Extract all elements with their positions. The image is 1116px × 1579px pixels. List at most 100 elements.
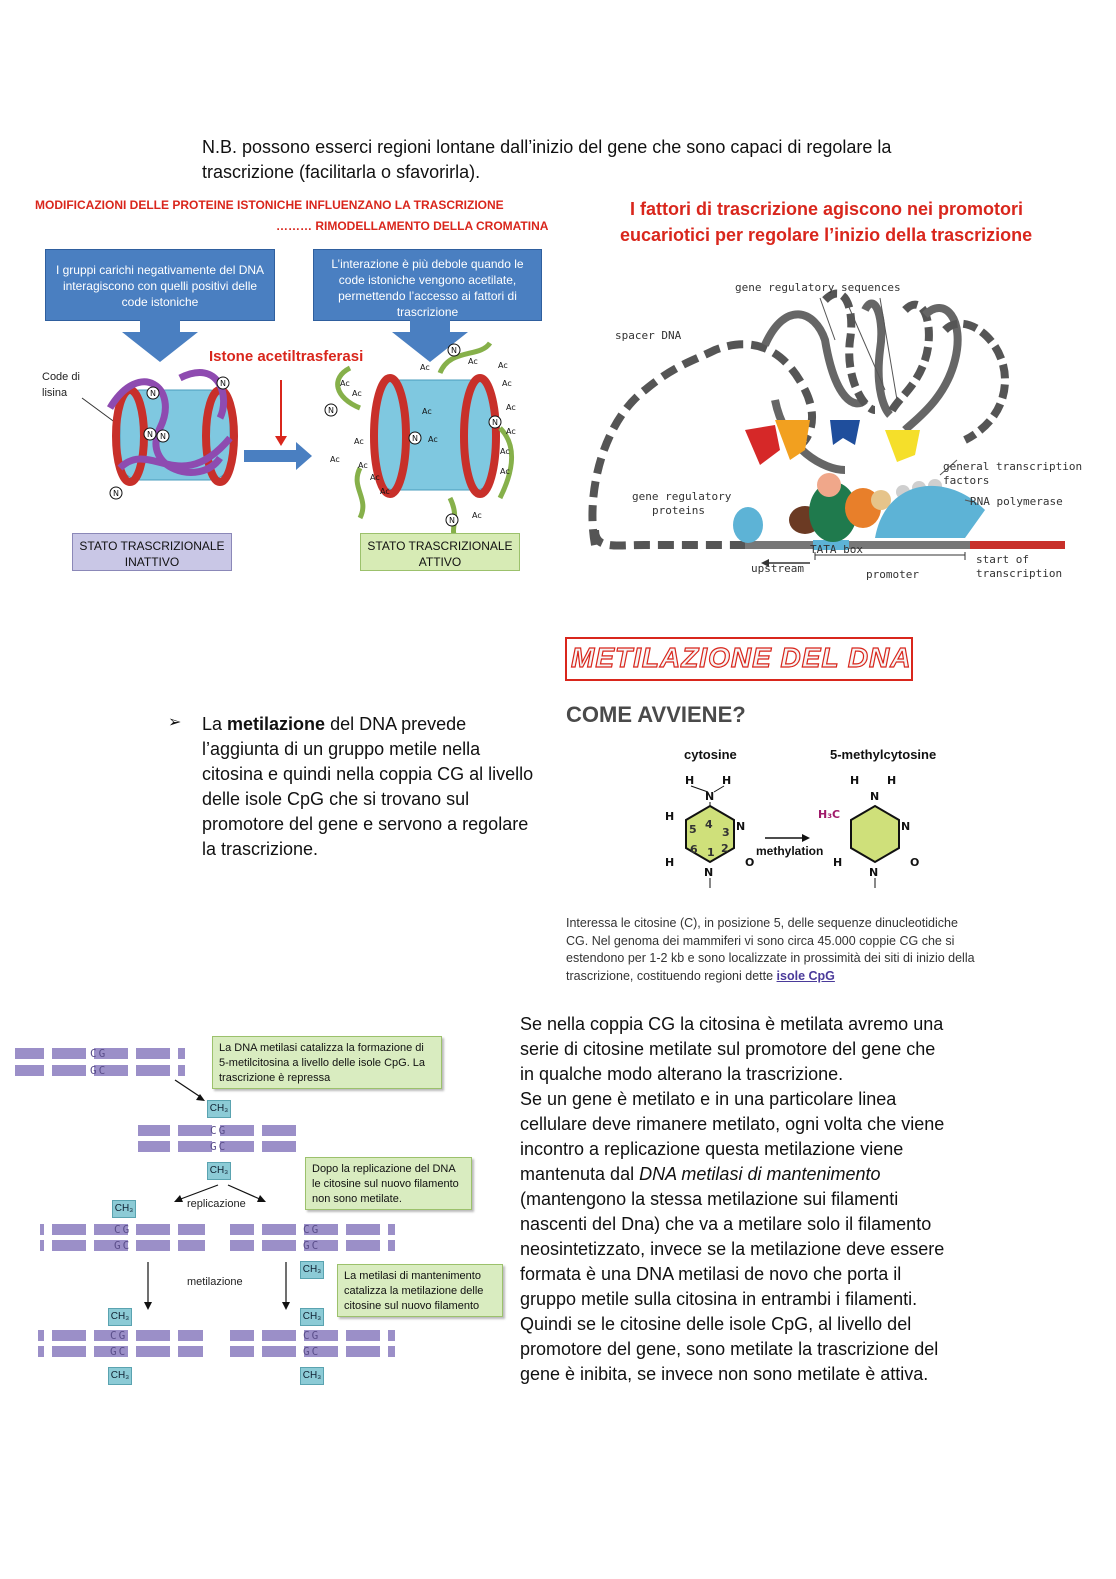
cg-final-right-top: CG xyxy=(303,1329,321,1342)
methylcytosine-label: 5-methylcytosine xyxy=(830,747,937,762)
svg-text:H: H xyxy=(722,774,731,787)
svg-text:Ac: Ac xyxy=(380,487,390,496)
ch3-tag-6: CH₃ xyxy=(108,1367,132,1385)
bullet-line1-rest: del DNA prevede xyxy=(325,714,467,734)
upstream-label: upstream xyxy=(751,562,804,575)
gene-reg-proteins-label-1: gene regulatory xyxy=(632,490,732,503)
methylation-explanation: Se nella coppia CG la citosina è metilat… xyxy=(520,1012,980,1387)
svg-text:N: N xyxy=(113,489,119,498)
cg-daughter-right-top: CG xyxy=(303,1223,321,1236)
svg-text:N: N xyxy=(160,432,166,441)
down-arrow-right xyxy=(392,318,468,362)
isole-cpg-link[interactable]: isole CpG xyxy=(776,968,835,983)
state-active-line-2: ATTIVO xyxy=(418,555,462,569)
expl-line-2: serie di citosine metilate sul promotore… xyxy=(520,1039,936,1059)
histone-figure-title-1: MODIFICAZIONI DELLE PROTEINE ISTONICHE I… xyxy=(35,198,504,212)
bullet-line-5: promotore del gene e servono a regolare xyxy=(202,814,529,834)
svg-text:H₃C: H₃C xyxy=(818,808,840,821)
tf-figure-title-1: I fattori di trascrizione agiscono nei p… xyxy=(630,199,1024,219)
svg-text:H: H xyxy=(665,856,674,869)
ch3-tag-3: CH₃ xyxy=(112,1200,136,1218)
bullet-line-6: la trascrizione. xyxy=(202,839,319,859)
state-inactive-line-1: STATO TRASCRIZIONALE xyxy=(79,539,225,553)
svg-text:N: N xyxy=(901,820,910,833)
bullet-line-4: delle isole CpG che si trovano sul xyxy=(202,789,470,809)
svg-text:Ac: Ac xyxy=(472,511,482,520)
svg-text:N: N xyxy=(705,790,714,803)
svg-text:N: N xyxy=(147,430,153,439)
expl-line-10: neosintetizzato, invece se la metilazion… xyxy=(520,1239,945,1259)
caption-line-2: CG. Nel genoma dei mammiferi vi sono cir… xyxy=(566,933,955,948)
bullet-arrow-icon: ➢ xyxy=(168,714,182,731)
expl-line-12: gruppo metile sulla citosina in entrambi… xyxy=(520,1289,918,1309)
svg-text:N: N xyxy=(449,516,455,525)
svg-text:Ac: Ac xyxy=(500,447,510,456)
expl-line-11: formata è una DNA metilasi de novo che p… xyxy=(520,1264,902,1284)
spacer-dna-label: spacer DNA xyxy=(615,329,682,342)
start-transcription-label-1: start of xyxy=(976,553,1029,566)
cg-methylated-top: CG xyxy=(210,1124,228,1137)
tf-figure-title-2: eucariotici per regolare l’inizio della … xyxy=(620,225,1033,245)
expl-line-9: nascenti del Dna) che va a metilare solo… xyxy=(520,1214,932,1234)
methylation-subtitle: COME AVVIENE? xyxy=(566,702,746,727)
gc-daughter-left-bottom: GC xyxy=(114,1239,132,1252)
svg-text:N: N xyxy=(328,406,334,415)
svg-text:Ac: Ac xyxy=(498,361,508,370)
svg-text:N: N xyxy=(150,389,156,398)
bullet-line-3: citosina e quindi nella coppia CG al liv… xyxy=(202,764,534,784)
bullet-bold-term: metilazione xyxy=(227,714,326,734)
tf-blue-protein xyxy=(830,420,860,445)
cg-daughter-left-top: CG xyxy=(114,1223,132,1236)
svg-text:N: N xyxy=(869,866,878,879)
general-tf-label-2: factors xyxy=(943,474,990,487)
intro-line-1: N.B. possono esserci regioni lontane dal… xyxy=(202,137,892,157)
note-dna-methylase: La DNA metilasi catalizza la formazione … xyxy=(212,1036,442,1089)
rna-polymerase-label: RNA polymerase xyxy=(970,495,1063,508)
histone-box-active-note: L’interazione è più debole quando le cod… xyxy=(313,249,542,321)
expl-line-14: promotore del gene, sono metilate la tra… xyxy=(520,1339,939,1359)
gene-reg-proteins-label-2: proteins xyxy=(652,504,705,517)
tf-diagram xyxy=(588,289,1065,567)
histone-figure-title-2: ……… RIMODELLAMENTO DELLA CROMATINA xyxy=(276,219,549,233)
expl-line-13: Quindi se le citosine delle isole CpG, a… xyxy=(520,1314,912,1334)
histone-box-inactive-note: I gruppi carichi negativamente del DNA i… xyxy=(45,249,275,321)
svg-text:N: N xyxy=(220,379,226,388)
svg-text:H: H xyxy=(850,774,859,787)
bullet-line-1: La metilazione del DNA prevede xyxy=(202,712,552,737)
gc-parent-bottom: GC xyxy=(90,1064,108,1077)
svg-text:H: H xyxy=(887,774,896,787)
transition-arrow xyxy=(244,442,312,470)
svg-text:Ac: Ac xyxy=(428,435,438,444)
gc-final-right-bottom: GC xyxy=(303,1345,321,1358)
ch3-tag-1: CH₃ xyxy=(207,1100,231,1118)
expl-line-1: Se nella coppia CG la citosina è metilat… xyxy=(520,1014,944,1034)
replication-strands xyxy=(15,1048,395,1357)
ch3-tag-8: CH₃ xyxy=(300,1367,324,1385)
lysine-label-2: lisina xyxy=(42,387,68,399)
svg-text:N: N xyxy=(451,346,457,355)
svg-text:Ac: Ac xyxy=(506,427,516,436)
svg-text:N: N xyxy=(870,790,879,803)
svg-text:H: H xyxy=(833,856,842,869)
ch3-tag-7: CH₃ xyxy=(300,1308,324,1326)
svg-text:Ac: Ac xyxy=(420,363,430,372)
state-active-line-1: STATO TRASCRIZIONALE xyxy=(367,539,513,553)
svg-text:Ac: Ac xyxy=(500,467,510,476)
caption-line-4: trascrizione, costituendo regioni dette … xyxy=(566,968,1046,986)
svg-text:N: N xyxy=(492,418,498,427)
svg-text:N: N xyxy=(704,866,713,879)
methylation-bullet: La metilazione del DNA prevede l’aggiunt… xyxy=(202,712,552,862)
ch3-tag-4: CH₃ xyxy=(300,1261,324,1279)
svg-text:H: H xyxy=(665,810,674,823)
down-arrow-left xyxy=(122,318,198,362)
svg-text:Ac: Ac xyxy=(422,407,432,416)
expl-line-7-pre: mantenuta dal xyxy=(520,1164,640,1184)
methylation-caption: Interessa le citosine (C), in posizione … xyxy=(566,915,1046,985)
note-maintenance-methylase: La metilasi di mantenimento catalizza la… xyxy=(337,1264,503,1317)
state-inactive-box: STATO TRASCRIZIONALE INATTIVO xyxy=(72,533,232,571)
metilazione-label: metilazione xyxy=(187,1276,243,1288)
promoter-label: promoter xyxy=(866,568,919,581)
expl-line-3: in qualche modo alterano la trascrizione… xyxy=(520,1064,844,1084)
